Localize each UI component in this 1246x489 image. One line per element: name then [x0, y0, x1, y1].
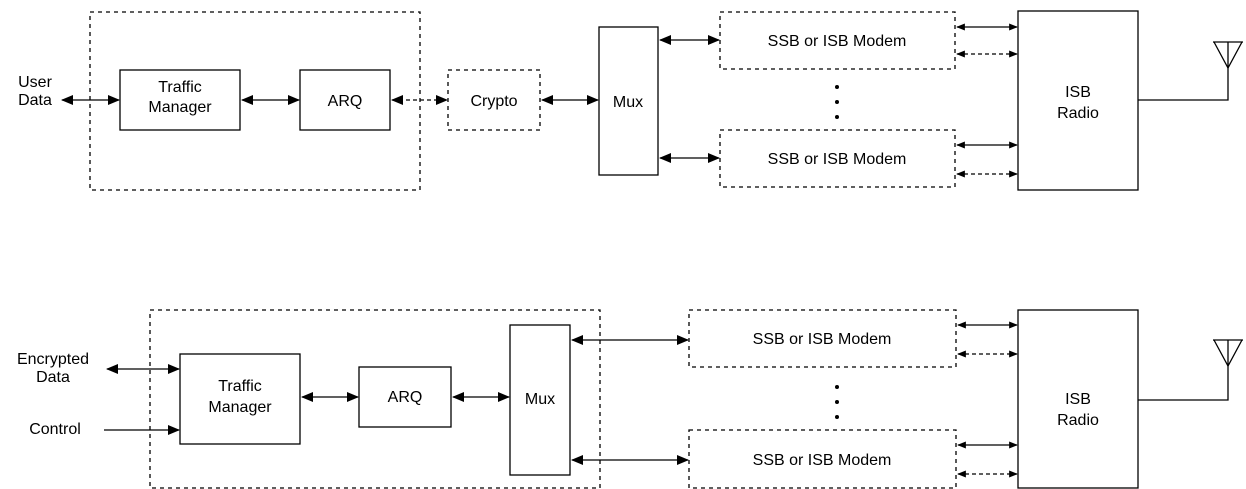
bottom-mux-label: Mux — [525, 391, 555, 408]
top-mux-block — [598, 26, 659, 176]
top-traffic-manager-block — [119, 69, 241, 131]
bottom-antenna-icon — [1138, 339, 1243, 401]
top-diagram: User Data Traffic Manager ARQ Crypto Mux… — [18, 10, 1243, 191]
bottom-traffic-manager-label-1: Traffic — [218, 378, 262, 395]
bottom-arq-block — [358, 366, 452, 428]
bottom-diagram: Encrypted Data Control Traffic Manager A… — [17, 309, 1243, 489]
bottom-modem-1-label: SSB or ISB Modem — [753, 331, 892, 348]
bottom-isb-radio-label-1: ISB — [1065, 391, 1091, 408]
bottom-encrypted-data-label-2: Data — [36, 369, 70, 386]
top-modem-2-block — [719, 129, 956, 188]
top-arq-label: ARQ — [328, 93, 363, 110]
top-crypto-block — [447, 69, 541, 131]
bottom-processor-frame — [149, 309, 601, 489]
top-mux-label: Mux — [613, 94, 643, 111]
top-arq-block — [299, 69, 391, 131]
bottom-modem-ellipsis — [835, 385, 839, 419]
top-modem-1-label: SSB or ISB Modem — [768, 33, 907, 50]
bottom-traffic-manager-label-2: Manager — [208, 399, 272, 416]
top-modem-ellipsis — [835, 85, 839, 119]
bottom-isb-radio-label-2: Radio — [1057, 412, 1099, 429]
bottom-modem-1-block — [688, 309, 957, 368]
top-isb-radio-label-1: ISB — [1065, 84, 1091, 101]
top-modem-2-label: SSB or ISB Modem — [768, 151, 907, 168]
bottom-modem-2-label: SSB or ISB Modem — [753, 452, 892, 469]
bottom-modem-2-block — [688, 429, 957, 489]
top-traffic-manager-label-1: Traffic — [158, 79, 202, 96]
bottom-traffic-manager-block — [179, 353, 301, 445]
top-antenna-icon — [1138, 41, 1243, 101]
bottom-isb-radio-block — [1017, 309, 1139, 489]
bottom-arq-label: ARQ — [388, 389, 423, 406]
top-isb-radio-label-2: Radio — [1057, 105, 1099, 122]
top-user-data-label-1: User — [18, 74, 52, 91]
top-modem-1-block — [719, 11, 956, 70]
bottom-control-label: Control — [29, 421, 81, 438]
top-crypto-label: Crypto — [470, 93, 517, 110]
top-user-data-label-2: Data — [18, 92, 52, 109]
bottom-encrypted-data-label-1: Encrypted — [17, 351, 89, 368]
top-traffic-manager-label-2: Manager — [148, 99, 212, 116]
bottom-mux-block — [509, 324, 571, 476]
top-isb-radio-block — [1017, 10, 1139, 191]
